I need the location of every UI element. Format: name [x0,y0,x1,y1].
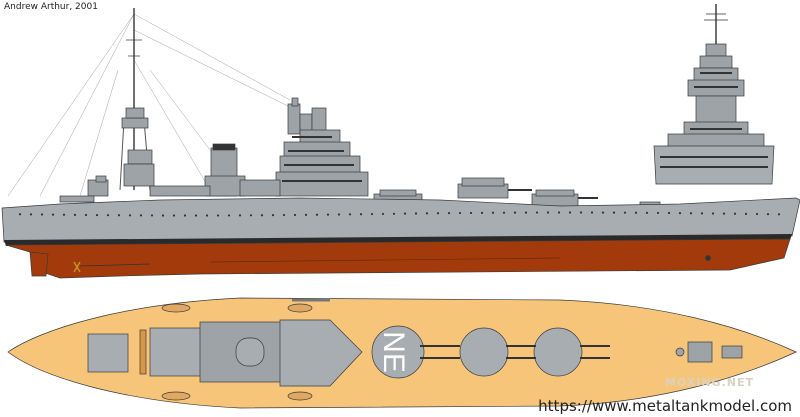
porthole [755,212,759,216]
porthole [282,213,286,217]
tower-bridge [275,97,369,197]
turret-marking: NE [377,331,410,373]
side-profile [1,8,800,279]
porthole [150,214,154,217]
porthole [733,212,737,215]
porthole [392,212,396,215]
porthole [656,211,660,215]
porthole [315,213,319,216]
porthole [381,212,385,216]
porthole [447,212,451,215]
porthole [601,211,605,214]
porthole [546,211,550,214]
bow-fittings [675,341,743,363]
porthole [271,214,275,217]
porthole [51,213,55,216]
porthole [249,214,253,217]
porthole [183,214,187,217]
porthole [326,213,330,216]
porthole [359,213,363,216]
porthole [568,211,572,214]
porthole [128,214,132,217]
boot-topping [4,234,792,246]
porthole [590,211,594,214]
porthole [139,214,143,217]
source-url[interactable]: https://www.metaltankmodel.com [538,397,792,415]
porthole [469,211,473,215]
porthole [557,211,561,214]
porthole [667,211,671,215]
porthole [161,214,165,217]
porthole [95,213,99,217]
porthole [700,212,704,215]
anchor-hawse [705,255,711,261]
propeller-icon [73,261,81,273]
rigging [7,13,301,197]
bilge-keel [209,257,561,263]
funnel [204,143,246,197]
porthole [513,211,517,214]
porthole [205,214,209,217]
porthole [29,213,33,216]
porthole [260,214,264,217]
porthole [194,214,198,217]
porthole [62,213,66,216]
porthole [293,213,297,217]
porthole [777,213,781,216]
porthole [106,214,110,217]
forward-deckhouses [59,175,281,203]
porthole [524,211,528,214]
porthole [172,214,176,217]
porthole [348,213,352,216]
porthole [766,213,770,216]
porthole [40,213,44,216]
porthole [744,212,748,216]
porthole [480,211,484,214]
porthole [502,211,506,214]
porthole [414,212,418,215]
foremast [119,8,155,191]
porthole [711,212,715,215]
porthole [117,214,121,217]
portholes [18,211,781,217]
porthole [18,213,22,216]
porthole [722,212,726,215]
porthole [370,212,374,216]
porthole [436,212,440,215]
hull-lower [5,238,791,279]
porthole [337,213,341,216]
porthole [216,214,220,217]
deck-superstructure [87,319,363,387]
porthole [689,212,693,215]
porthole [612,211,616,214]
porthole [535,211,539,214]
porthole [458,211,462,215]
porthole [491,211,495,214]
end-view [653,4,775,185]
prop-shaft [79,263,151,267]
porthole [645,211,649,214]
porthole [73,213,77,216]
plan-view: NE [7,297,797,409]
porthole [579,211,583,214]
watermark-text: MOXING.NET [664,376,754,389]
porthole [623,211,627,214]
porthole [238,214,242,217]
main-turrets-plan [371,325,610,379]
porthole [84,213,88,217]
author-credit: Andrew Arthur, 2001 [4,2,98,12]
porthole [678,212,682,215]
porthole [425,212,429,215]
porthole [304,213,308,216]
porthole [634,211,638,214]
porthole [403,212,407,215]
rudder [29,251,49,277]
porthole [227,214,231,217]
ship-boats [139,303,313,401]
